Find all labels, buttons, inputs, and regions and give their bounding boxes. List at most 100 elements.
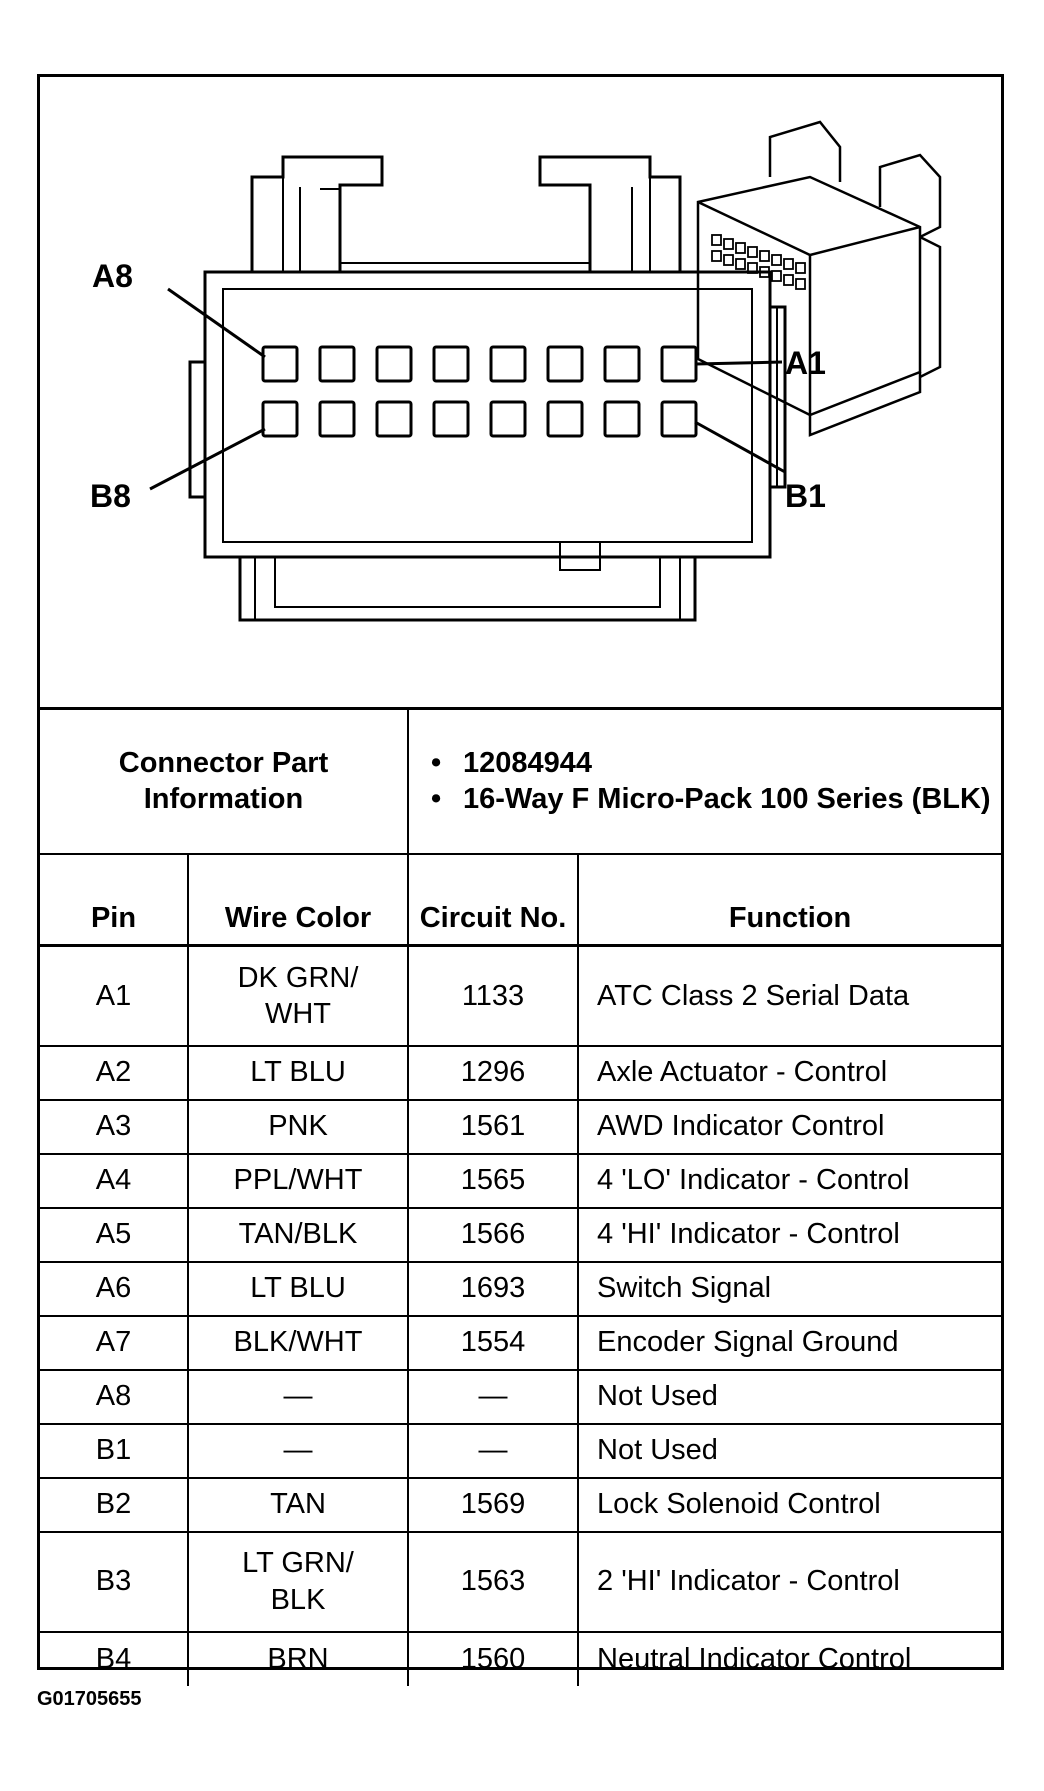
connector-info-label: Connector Part Information — [40, 707, 410, 855]
leader-a1 — [695, 360, 783, 366]
header-pin: Pin — [40, 852, 189, 947]
connector-diagram: A8 A1 B8 B1 — [40, 77, 1001, 707]
cavity-b1 — [660, 400, 698, 438]
label-a1: A1 — [785, 345, 826, 381]
cavity-b4 — [489, 400, 527, 438]
function-cell: AWD Indicator Control — [577, 1098, 1002, 1155]
circuit-cell: 1566 — [407, 1206, 580, 1263]
pin-cell: A5 — [40, 1206, 189, 1263]
leader-a8 — [167, 287, 266, 359]
pin-cell: B2 — [40, 1476, 189, 1533]
function-cell: Switch Signal — [577, 1260, 1002, 1317]
wire-color-cell: — — [186, 1422, 410, 1479]
cavity-a5 — [432, 345, 470, 383]
leader-b1 — [694, 420, 786, 474]
wire-color-cell: LT GRN/ BLK — [186, 1530, 410, 1633]
wire-color-cell: PNK — [186, 1098, 410, 1155]
wire-color-cell: LT BLU — [186, 1260, 410, 1317]
pin-cell: B1 — [40, 1422, 189, 1479]
label-b1: B1 — [785, 478, 826, 514]
header-function: Function — [577, 852, 1002, 947]
cavity-a8 — [261, 345, 299, 383]
circuit-cell: 1565 — [407, 1152, 580, 1209]
cavity-b3 — [546, 400, 584, 438]
header-circuit-no: Circuit No. — [407, 852, 580, 947]
cavity-b6 — [375, 400, 413, 438]
connector-housing-inner — [222, 288, 753, 543]
pin-cavities — [261, 345, 698, 438]
table-header-row: Pin Wire Color Circuit No. Function — [40, 852, 1002, 947]
cavity-a1 — [660, 345, 698, 383]
cavity-b2 — [603, 400, 641, 438]
function-cell: Lock Solenoid Control — [577, 1476, 1002, 1533]
connector-info-item: •12084944 — [431, 745, 991, 781]
cavity-b8 — [261, 400, 299, 438]
wire-color-cell: BLK/WHT — [186, 1314, 410, 1371]
circuit-cell: — — [407, 1422, 580, 1479]
cavity-b5 — [432, 400, 470, 438]
connector-isometric-view — [696, 120, 942, 437]
cavity-b7 — [318, 400, 356, 438]
pin-cell: A6 — [40, 1260, 189, 1317]
wire-color-cell: LT BLU — [186, 1044, 410, 1101]
function-cell: Axle Actuator - Control — [577, 1044, 1002, 1101]
pinout-table: Connector Part Information •12084944 •16… — [40, 707, 1002, 1686]
header-wire-color: Wire Color — [186, 852, 410, 947]
table-row: B1——Not Used — [40, 1422, 1002, 1479]
connector-info-row: Connector Part Information •12084944 •16… — [40, 707, 1002, 855]
wire-color-cell: TAN — [186, 1476, 410, 1533]
pin-cell: A3 — [40, 1098, 189, 1155]
wire-color-cell: PPL/WHT — [186, 1152, 410, 1209]
function-cell: ATC Class 2 Serial Data — [577, 944, 1002, 1047]
cavity-a2 — [603, 345, 641, 383]
right-latch — [538, 155, 682, 272]
leader-b8 — [149, 427, 266, 491]
connector-face-drawing: A8 A1 B8 B1 — [90, 120, 942, 622]
function-cell: Encoder Signal Ground — [577, 1314, 1002, 1371]
pin-cell: B3 — [40, 1530, 189, 1633]
circuit-cell: 1560 — [407, 1630, 580, 1686]
pin-cell: A7 — [40, 1314, 189, 1371]
circuit-cell: 1693 — [407, 1260, 580, 1317]
polarization-key — [559, 542, 601, 571]
circuit-cell: 1133 — [407, 944, 580, 1047]
pin-cell: A4 — [40, 1152, 189, 1209]
function-cell: Neutral Indicator Control — [577, 1630, 1002, 1686]
circuit-cell: 1296 — [407, 1044, 580, 1101]
circuit-cell: 1561 — [407, 1098, 580, 1155]
function-cell: Not Used — [577, 1422, 1002, 1479]
connector-housing — [203, 270, 772, 559]
left-side-rib — [188, 360, 205, 499]
function-cell: 4 'HI' Indicator - Control — [577, 1206, 1002, 1263]
label-b8: B8 — [90, 478, 131, 514]
label-a8: A8 — [92, 258, 133, 294]
function-cell: 4 'LO' Indicator - Control — [577, 1152, 1002, 1209]
connector-figure: A8 A1 B8 B1 — [37, 74, 1004, 1686]
figure-id: G01705655 — [37, 1688, 142, 1710]
wire-color-cell: — — [186, 1368, 410, 1425]
wire-color-cell: DK GRN/ WHT — [186, 944, 410, 1047]
wire-color-cell: TAN/BLK — [186, 1206, 410, 1263]
circuit-cell: 1554 — [407, 1314, 580, 1371]
function-cell: Not Used — [577, 1368, 1002, 1425]
connector-info-list: •12084944 •16-Way F Micro-Pack 100 Serie… — [407, 707, 1002, 855]
left-latch — [250, 155, 384, 272]
cavity-a6 — [375, 345, 413, 383]
connector-info-item: •16-Way F Micro-Pack 100 Series (BLK) — [431, 781, 991, 817]
connector-description: 16-Way F Micro-Pack 100 Series (BLK) — [463, 783, 991, 816]
cavity-a7 — [318, 345, 356, 383]
isometric-cavities — [711, 234, 806, 290]
circuit-cell: 1563 — [407, 1530, 580, 1633]
circuit-cell: 1569 — [407, 1476, 580, 1533]
pin-cell: B4 — [40, 1630, 189, 1686]
